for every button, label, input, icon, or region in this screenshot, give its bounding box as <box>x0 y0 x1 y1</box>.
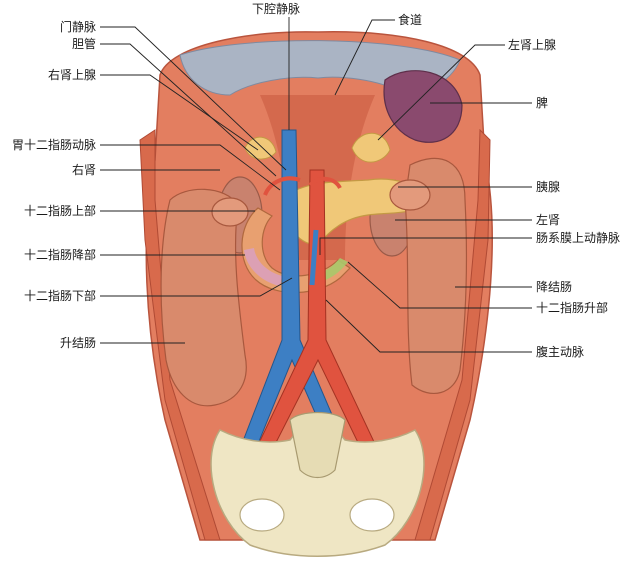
leader-duodenum-inferior <box>100 277 293 297</box>
label-duodenum-inferior: 十二指肠下部 <box>23 289 96 303</box>
hepatic-flexure-stump <box>211 197 249 227</box>
spleen <box>383 70 463 143</box>
descending-colon <box>404 157 467 394</box>
leader-abdominal-aorta <box>325 299 532 353</box>
label-spleen: 脾 <box>536 96 549 110</box>
left-adrenal <box>351 132 391 163</box>
label-left-kidney: 左肾 <box>536 213 561 227</box>
duodenum-highlight <box>244 248 282 286</box>
leader-bile-duct <box>100 43 277 177</box>
label-descending-colon: 降结肠 <box>536 280 573 294</box>
label-ivc: 下腔静脉 <box>252 2 301 16</box>
leader-gastroduodenal-artery <box>100 144 281 191</box>
left-pelvic-foramen <box>239 498 285 532</box>
label-esophagus: 食道 <box>398 13 423 27</box>
superior-mesenteric-vessels <box>309 229 319 286</box>
label-portal-vein: 门静脉 <box>59 20 96 34</box>
splenic-flexure-stump <box>389 179 431 211</box>
label-gastroduodenal-artery: 胃十二指肠动脉 <box>11 138 96 152</box>
label-right-kidney: 右肾 <box>71 163 96 177</box>
leader-superior-mesenteric <box>319 237 532 255</box>
right-pelvic-foramen <box>349 498 395 532</box>
leader-portal-vein <box>100 26 287 171</box>
leader-right-adrenal <box>100 74 259 151</box>
celiac-branches <box>263 176 342 196</box>
leader-esophagus <box>334 19 395 96</box>
label-superior-mesenteric: 肠系膜上动静脉 <box>536 231 621 245</box>
label-right-adrenal: 右肾上腺 <box>47 68 96 82</box>
label-duodenum-superior: 十二指肠上部 <box>23 204 96 218</box>
leader-duodenum-ascending <box>347 261 532 309</box>
right-lateral-muscle <box>414 128 491 541</box>
label-bile-duct: 胆管 <box>71 37 96 51</box>
label-abdominal-aorta: 腹主动脉 <box>536 345 585 359</box>
label-left-adrenal: 左肾上腺 <box>508 38 557 52</box>
sacrum <box>289 411 346 479</box>
label-pancreas: 胰腺 <box>536 180 561 194</box>
label-duodenum-ascending: 十二指肠升部 <box>536 301 609 315</box>
superior-mesenteric-artery <box>318 229 324 286</box>
leader-lines <box>100 17 532 353</box>
label-ascending-colon: 升结肠 <box>59 336 96 350</box>
leader-left-adrenal <box>377 44 505 141</box>
left-lateral-muscle <box>139 129 221 541</box>
abdominal-aorta <box>249 169 393 489</box>
label-duodenum-descending: 十二指肠降部 <box>23 248 96 262</box>
